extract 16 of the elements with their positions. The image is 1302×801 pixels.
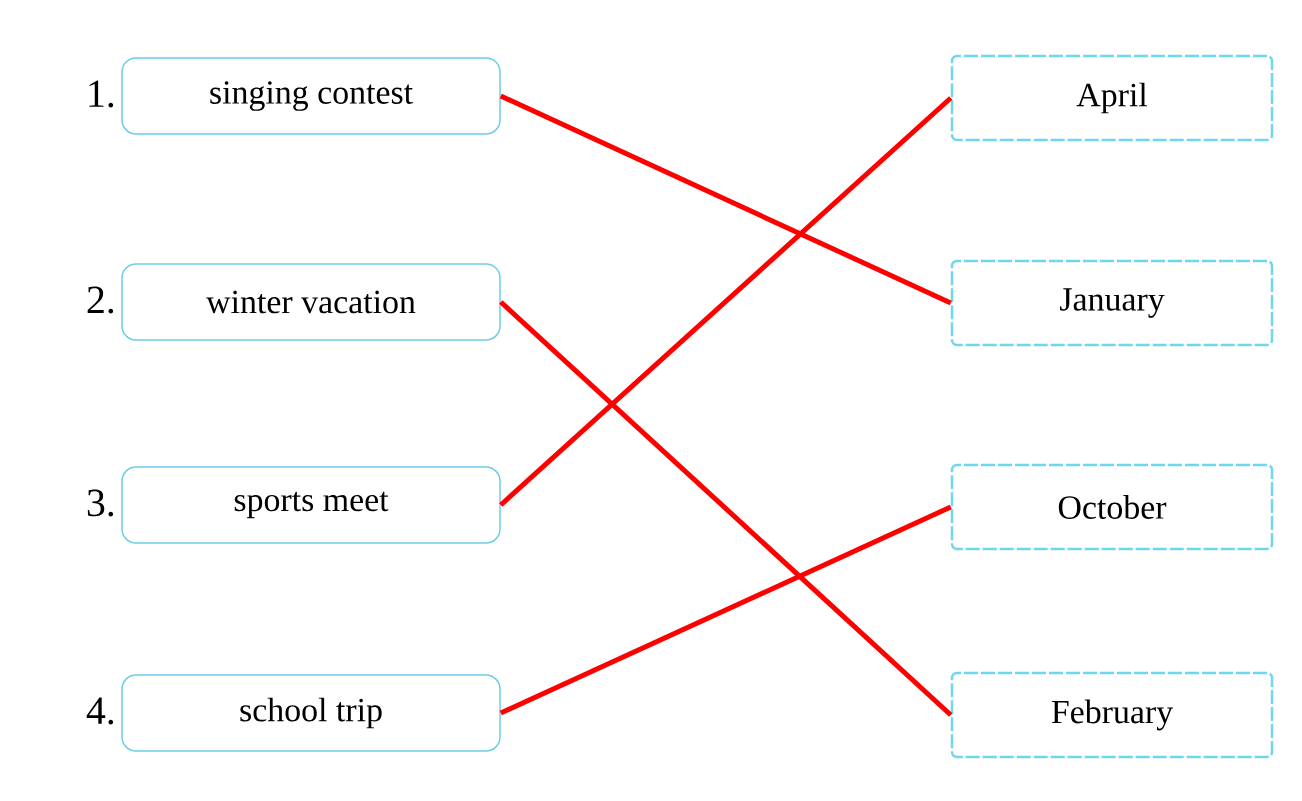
month-box: January: [950, 259, 1274, 347]
activity-box: winter vacation: [121, 263, 501, 341]
month-box: October: [950, 463, 1274, 551]
item-number: 4.: [86, 697, 114, 725]
item-number: 1.: [89, 80, 114, 108]
activity-box: school trip: [121, 674, 501, 752]
month-box: February: [950, 671, 1274, 759]
matching-line: [499, 93, 952, 306]
activity-box: sports meet: [121, 466, 501, 544]
matching-line: [499, 96, 953, 507]
activity-box: singing contest: [121, 57, 501, 135]
matching-line: [499, 300, 953, 717]
matching-line: [499, 504, 952, 716]
item-number: 3.: [87, 489, 114, 517]
month-box: April: [950, 54, 1274, 142]
item-number: 2.: [87, 286, 114, 314]
